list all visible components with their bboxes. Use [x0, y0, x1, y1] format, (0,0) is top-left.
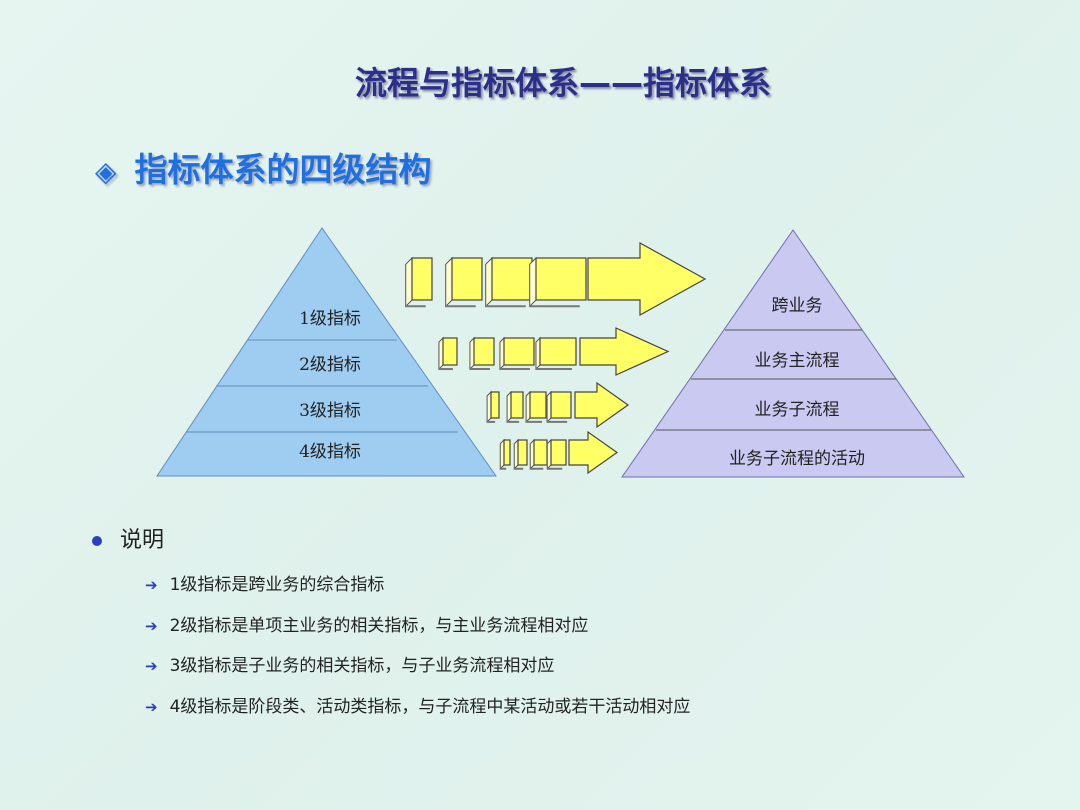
arrow-block	[535, 257, 587, 301]
bullet-dot-icon	[92, 536, 102, 546]
arrow-block	[491, 257, 533, 301]
diamond-bullet-icon: ◈	[95, 155, 117, 188]
notes-heading-text: 说明	[120, 528, 165, 553]
block-side	[469, 336, 475, 371]
left-pyramid: 1级指标 2级指标 3级指标 4级指标	[156, 227, 497, 477]
arrow-block	[529, 391, 547, 419]
arrow-block	[503, 439, 511, 466]
arrow-head-3	[574, 381, 630, 429]
block-side	[529, 256, 537, 308]
left-level-4: 4级指标	[299, 442, 361, 462]
arrow-bullet-icon: ➔	[145, 616, 158, 635]
block-arrows	[405, 241, 707, 475]
right-level-1: 跨业务	[772, 296, 823, 316]
block-side	[535, 336, 541, 371]
arrow-block	[411, 257, 433, 301]
note-item: ➔ 3级指标是子业务的相关指标，与子业务流程相对应	[145, 651, 690, 692]
arrow-head-1	[587, 241, 707, 317]
block-side	[405, 256, 413, 308]
note-item: ➔ 1级指标是跨业务的综合指标	[145, 570, 690, 611]
note-item: ➔ 4级指标是阶段类、活动类指标，与子流程中某活动或若干活动相对应	[145, 692, 690, 733]
section-heading-text: 指标体系的四级结构	[134, 150, 432, 189]
right-level-2: 业务主流程	[755, 351, 840, 371]
arrow-block	[473, 337, 495, 366]
block-side	[499, 336, 505, 371]
arrow-block	[550, 391, 572, 419]
note-text: 3级指标是子业务的相关指标，与子业务流程相对应	[169, 656, 555, 676]
block-side	[485, 256, 493, 308]
note-text: 4级指标是阶段类、活动类指标，与子流程中某活动或若干活动相对应	[169, 696, 691, 717]
note-item: ➔ 2级指标是单项主业务的相关指标，与主业务流程相对应	[145, 611, 690, 652]
block-side	[445, 256, 453, 308]
left-level-3: 3级指标	[299, 401, 361, 421]
block-side	[438, 336, 444, 371]
arrow-block	[550, 439, 567, 466]
section-heading: ◈ 指标体系的四级结构	[95, 143, 432, 191]
notes-heading: 说明	[92, 522, 164, 554]
arrow-block	[490, 391, 500, 419]
arrow-block	[510, 391, 524, 419]
slide-title: 流程与指标体系——指标体系	[355, 64, 772, 102]
left-level-1: 1级指标	[299, 309, 361, 329]
arrow-block	[517, 439, 528, 466]
arrow-block	[503, 337, 535, 366]
arrow-block	[442, 337, 458, 366]
right-level-4: 业务子流程的活动	[729, 449, 865, 469]
arrow-head-4	[568, 430, 619, 475]
arrow-bullet-icon: ➔	[145, 697, 158, 716]
left-level-2: 2级指标	[299, 355, 361, 375]
right-pyramid: 跨业务 业务主流程 业务子流程 业务子流程的活动	[621, 229, 965, 478]
arrow-head-2	[579, 327, 670, 376]
arrow-bullet-icon: ➔	[145, 657, 158, 675]
right-level-3: 业务子流程	[755, 400, 840, 420]
arrow-block	[539, 337, 577, 366]
arrow-block	[451, 257, 483, 301]
notes-list: ➔ 1级指标是跨业务的综合指标 ➔ 2级指标是单项主业务的相关指标，与主业务流程相对…	[145, 570, 690, 732]
arrow-block	[533, 439, 548, 466]
arrow-bullet-icon: ➔	[145, 576, 158, 594]
note-text: 1级指标是跨业务的综合指标	[169, 575, 385, 595]
note-text: 2级指标是单项主业务的相关指标，与主业务流程相对应	[169, 615, 589, 636]
